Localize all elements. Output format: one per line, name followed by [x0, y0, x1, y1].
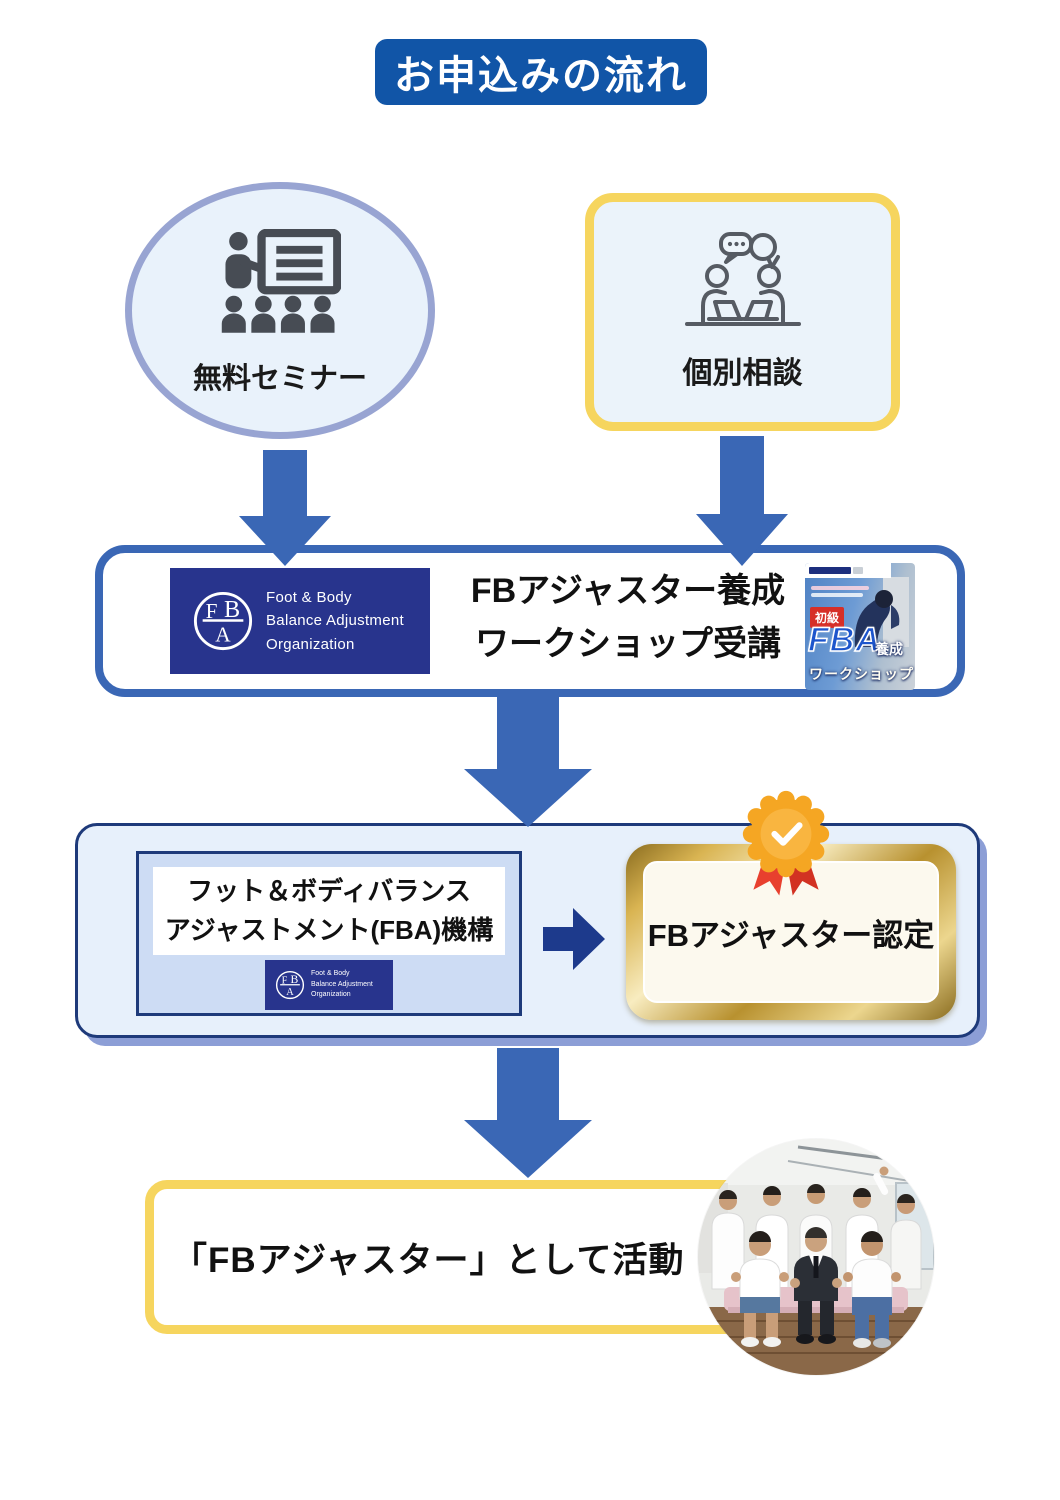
flyer-level-badge: 初級: [810, 607, 845, 628]
page-title-text: お申込みの流れ: [394, 54, 688, 98]
entry-option-consultation: 個別相談: [585, 193, 900, 431]
workshop-step: F B A Foot & Body Balance Adjustment Org…: [95, 545, 965, 697]
fba-organization-logo: F B A Foot & Body Balance Adjustment Org…: [170, 568, 430, 674]
flyer-suffix: 養成: [875, 641, 903, 657]
workshop-flyer-thumbnail: 初級 FBA 養成 ワークショップ: [805, 563, 915, 690]
organization-card: フット＆ボディバランス アジャストメント(FBA)機構 F B A Foot &…: [136, 851, 522, 1016]
final-step-label: 「FBアジャスター」として活動: [172, 1240, 685, 1280]
certification-ribbon-badge-icon: [742, 790, 830, 896]
consultation-icon: [684, 232, 801, 326]
flyer-bottom-text: ワークショップ: [809, 666, 914, 682]
seminar-presentation-icon: [221, 229, 341, 333]
workshop-step-label: FBアジャスター養成 ワークショップ受講: [470, 572, 786, 663]
flow-arrow-down-bottom: [464, 1048, 592, 1178]
group-photo-illustration: [698, 1139, 934, 1375]
fba-balance-mark-icon: F B A: [193, 591, 253, 651]
flow-arrow-down-left: [239, 450, 331, 566]
flyer-photo-figure: [854, 577, 909, 647]
organization-name: フット＆ボディバランス アジャストメント(FBA)機構: [153, 867, 505, 955]
flow-arrow-down-right: [696, 436, 788, 566]
fba-logo-wordmark: Foot & Body Balance Adjustment Organizat…: [311, 970, 373, 999]
fba-organization-logo-small: F B A Foot & Body Balance Adjustment Org…: [265, 960, 393, 1010]
fba-logo-wordmark: Foot & Body Balance Adjustment Organizat…: [266, 589, 404, 653]
certification-step: フット＆ボディバランス アジャストメント(FBA)機構 F B A Foot &…: [75, 790, 980, 1038]
flyer-text-line-decor: [811, 586, 869, 590]
consultation-label: 個別相談: [682, 357, 803, 390]
seminar-label: 無料セミナー: [192, 363, 367, 395]
svg-text:B: B: [290, 973, 298, 986]
entry-option-seminar: 無料セミナー: [125, 182, 435, 439]
svg-text:A: A: [286, 987, 294, 998]
svg-text:B: B: [224, 596, 240, 623]
svg-text:A: A: [215, 622, 231, 646]
svg-text:F: F: [282, 976, 288, 987]
flyer-logo-band: [805, 563, 891, 578]
fba-balance-mark-icon: F B A: [275, 970, 305, 1000]
page-title: お申込みの流れ: [375, 39, 707, 105]
flyer-text-line-decor: [811, 593, 863, 597]
flow-arrow-down-mid: [464, 697, 592, 827]
svg-text:F: F: [206, 599, 218, 623]
group-photo: [698, 1139, 934, 1375]
arrow-right-icon: [543, 908, 605, 970]
flyer-acronym: FBA: [807, 620, 881, 660]
